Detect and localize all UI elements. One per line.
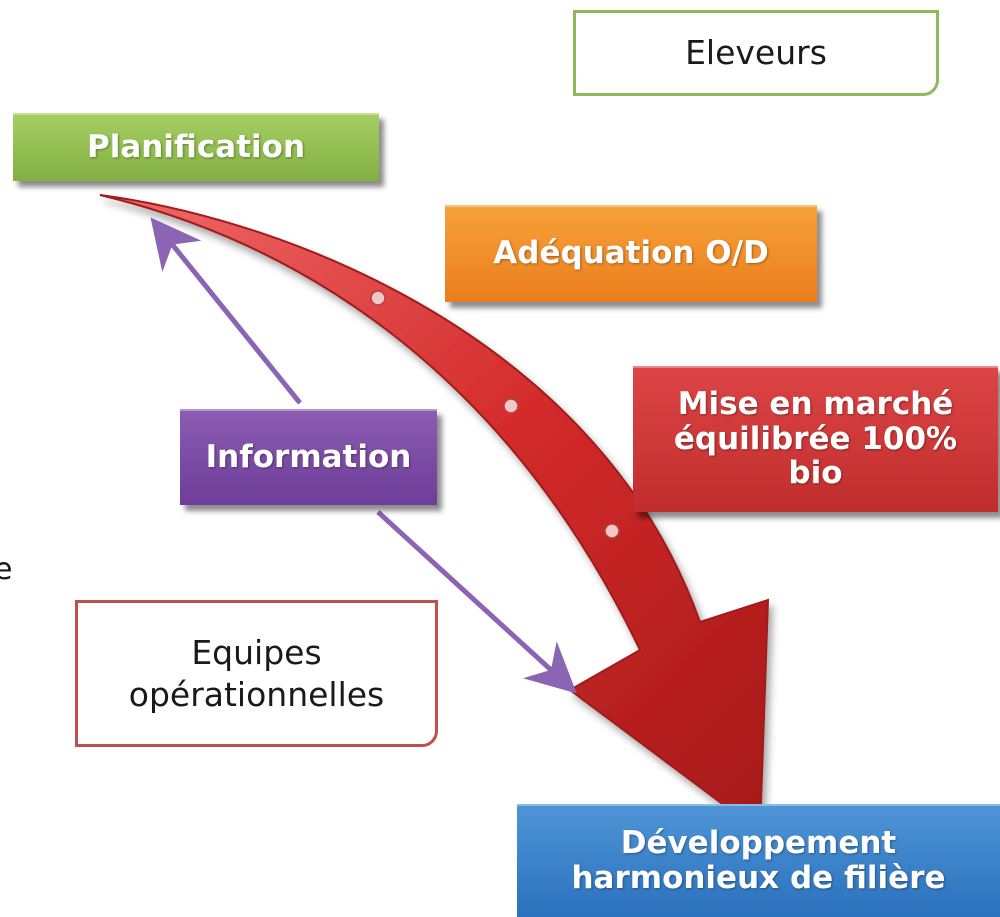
clipped-edge-text: e [0,552,13,587]
equipes-line-1: Equipes [191,633,322,673]
mise-en-marche-line-1: Mise en marché [677,385,954,422]
arrow-dot-3 [604,523,620,539]
planification-label: Planification [86,128,306,165]
mise-en-marche-line-2: équilibrée 100% [673,420,958,457]
eleveurs-label: Eleveurs [685,33,827,73]
eleveurs-box: Eleveurs [573,10,939,96]
equipes-box: Equipes opérationnelles [75,600,438,747]
arrow-dot-2 [503,398,519,414]
adequation-label: Adéquation O/D [493,235,769,272]
arrow-dot-1 [370,290,386,306]
adequation-box: Adéquation O/D [445,205,817,302]
planification-box: Planification [13,113,379,181]
mise-en-marche-line-3: bio [788,455,843,492]
arrow-information-to-planification [150,217,302,405]
arrow-information-to-equipes [376,510,577,694]
developpement-line-1: Développement [620,824,897,861]
big-curved-arrow [99,194,770,834]
developpement-line-2: harmonieux de filière [571,859,946,896]
information-box: Information [180,409,437,505]
mise-en-marche-box: Mise en marché équilibrée 100% bio [633,366,998,512]
information-label: Information [205,438,412,475]
developpement-box: Développement harmonieux de filière [517,804,1000,917]
equipes-line-2: opérationnelles [128,674,385,714]
